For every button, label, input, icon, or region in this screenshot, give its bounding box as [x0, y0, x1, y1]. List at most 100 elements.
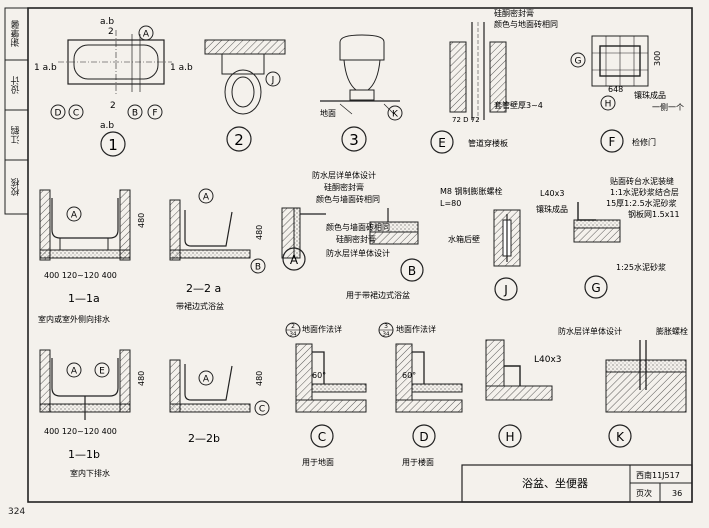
detail-J-drawing	[493, 209, 521, 267]
s1a-dim-h: 480	[137, 213, 146, 228]
callout-B: B	[400, 258, 424, 282]
svg-text:2: 2	[234, 131, 244, 149]
G-note-1: 贴面砖台水泥装缝	[610, 176, 674, 186]
svg-text:A: A	[143, 30, 150, 40]
C-label: 地面作法详	[302, 324, 342, 334]
svg-text:B: B	[132, 109, 138, 119]
B-label-3: 防水层详单体设计	[326, 248, 390, 258]
callout-A-d1: A	[138, 25, 154, 41]
detail-C-drawing	[295, 343, 367, 413]
svg-text:H: H	[505, 430, 514, 444]
callout-A-s2a: A	[198, 188, 214, 204]
sheet-border	[27, 7, 693, 503]
sidebar-item-check: 校核	[11, 178, 22, 196]
tag-ab-right: 1 a.b	[170, 63, 193, 73]
svg-text:C: C	[259, 405, 265, 415]
svg-text:G: G	[591, 281, 600, 295]
svg-text:A: A	[203, 375, 210, 385]
callout-F: F	[600, 129, 624, 153]
detail-D-drawing	[395, 343, 463, 413]
callout-G: G	[584, 275, 608, 299]
E-label-3: 套管壁厚3~4	[494, 100, 543, 110]
s1a-caption: 室内或室外侧向排水	[38, 314, 110, 324]
callout-F-d1: F	[147, 104, 163, 120]
s1b-title: 1—1b	[68, 448, 100, 461]
svg-text:34: 34	[290, 332, 297, 338]
callout-D: D	[412, 424, 436, 448]
sidebar-border	[4, 7, 29, 215]
svg-text:C: C	[318, 430, 326, 444]
E-dim: 72 D 72	[452, 116, 480, 124]
callout-C-s2b: C	[254, 400, 270, 416]
s2b-dim-h: 480	[255, 371, 264, 386]
E-caption: 管道穿楼板	[468, 138, 508, 148]
callout-J-d2: J	[265, 71, 281, 87]
plan-bathtub	[58, 30, 172, 96]
s1a-title: 1—1a	[68, 292, 100, 305]
section-2-2b	[169, 359, 251, 413]
G-label-bead: 镶珠成品	[536, 204, 568, 214]
svg-text:F: F	[609, 135, 616, 149]
s2a-dim-h: 480	[255, 225, 264, 240]
D-angle: 60°	[402, 371, 416, 380]
detail-B-drawing	[369, 208, 419, 245]
G-note-2: 1:1水泥砂浆结合层	[610, 187, 679, 197]
A-label-1: 防水层详单体设计	[312, 170, 376, 180]
svg-text:A: A	[203, 193, 210, 203]
K-label-1: 防水层详单体设计	[558, 326, 622, 336]
svg-text:J: J	[271, 76, 275, 86]
svg-text:D: D	[55, 109, 62, 119]
callout-J: J	[494, 277, 518, 301]
svg-text:F: F	[152, 109, 157, 119]
s1b-caption: 室内下排水	[70, 468, 110, 478]
ref-C: 234	[285, 322, 301, 338]
F-caption: 检修门	[632, 137, 656, 147]
floor-label: 地面	[320, 108, 336, 118]
F-label-2: 一侧一个	[652, 102, 684, 112]
detail-A-drawing	[281, 207, 326, 259]
callout-A-s1b: A	[66, 362, 82, 378]
callout-C-d1: C	[68, 104, 84, 120]
svg-text:C: C	[73, 109, 79, 119]
drawing-title: 浴盆、坐便器	[522, 476, 588, 490]
detail-K-drawing	[605, 340, 687, 413]
page-label: 页次	[636, 488, 652, 498]
svg-text:K: K	[616, 430, 625, 444]
H-label: L40x3	[534, 355, 562, 365]
svg-text:B: B	[408, 264, 416, 278]
svg-text:J: J	[503, 283, 508, 297]
G-note-3: 15厚1:2.5水泥砂浆	[606, 198, 677, 208]
s1a-dims: 400 120~120 400	[44, 271, 117, 280]
E-label-1: 硅酮密封膏	[494, 8, 534, 18]
tag-ab-left: 1 a.b	[34, 63, 57, 73]
svg-text:D: D	[419, 430, 428, 444]
J-label-3: 水箱后壁	[448, 234, 480, 244]
G-note-5: 1:25水泥砂浆	[616, 262, 666, 272]
tag-ab-bot: a.b	[100, 121, 114, 131]
callout-K-d3: K	[387, 105, 403, 121]
detail-number-3: 3	[341, 126, 367, 152]
B-label-2: 硅酮密封膏	[336, 234, 376, 244]
callout-H: H	[498, 424, 522, 448]
D-label: 地面作法详	[396, 324, 436, 334]
svg-text:34: 34	[383, 332, 390, 338]
callout-H-dF: H	[600, 95, 616, 111]
callout-B-d1: B	[127, 104, 143, 120]
page-number: 324	[8, 507, 26, 517]
sidebar-item-design: 设计	[11, 76, 22, 94]
F-dim-v: 300	[653, 51, 662, 66]
svg-text:E: E	[438, 136, 446, 150]
page-value: 36	[672, 489, 682, 498]
num-2-bot: 2	[110, 101, 116, 111]
callout-A: A	[282, 247, 306, 271]
callout-E: E	[430, 130, 454, 154]
sidebar-item-name-1: 江鹤	[11, 126, 22, 144]
callout-E-s1b: E	[94, 362, 110, 378]
section-2-2a	[169, 199, 251, 261]
s2a-title: 2—2 a	[186, 282, 221, 295]
s1b-dim-h: 480	[137, 371, 146, 386]
svg-text:K: K	[392, 110, 399, 120]
toilet-plan	[204, 39, 286, 115]
D-caption: 用于楼面	[402, 457, 434, 467]
